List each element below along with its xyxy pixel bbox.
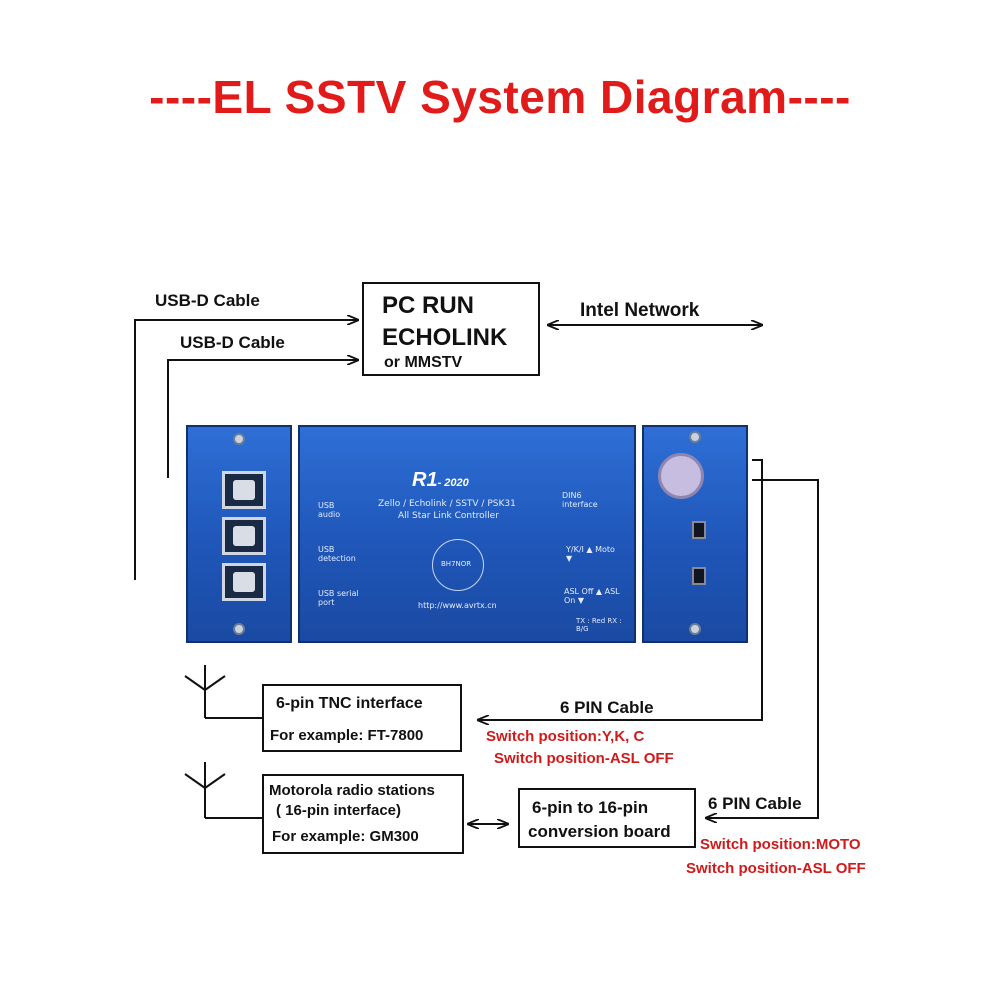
motorola-box-line1: Motorola radio stations bbox=[269, 782, 435, 799]
moto-switch-line2: Switch position-ASL OFF bbox=[686, 860, 866, 877]
din6-label: DIN6 interface bbox=[562, 491, 598, 509]
conversion-box-line2: conversion board bbox=[528, 822, 671, 841]
six-pin-cable-label-2: 6 PIN Cable bbox=[708, 794, 802, 813]
moto-switch[interactable] bbox=[692, 521, 706, 539]
intel-network-label: Intel Network bbox=[580, 300, 700, 321]
station-seal-icon: BH7NOR bbox=[432, 539, 484, 591]
device-url: http://www.avrtx.cn bbox=[418, 601, 497, 610]
pc-box-line1: PC RUN bbox=[382, 292, 475, 319]
motorola-box-line3: For example: GM300 bbox=[272, 828, 419, 845]
asl-label: ASL Off ▲ ASL On ▼ bbox=[564, 587, 620, 605]
seal-text: BH7NOR bbox=[441, 560, 472, 568]
motorola-box: Motorola radio stations ( 16-pin interfa… bbox=[262, 774, 464, 854]
model-text: R1 bbox=[412, 469, 438, 491]
screw-icon bbox=[689, 431, 701, 443]
device-subtitle: Zello / Echolink / SSTV / PSK31 bbox=[378, 499, 516, 509]
model-name: R1- 2020 bbox=[412, 469, 469, 492]
yki-moto-label: Y/K/I ▲ Moto ▼ bbox=[566, 545, 615, 563]
din-panel bbox=[642, 425, 748, 643]
six-pin-cable-label-1: 6 PIN Cable bbox=[560, 698, 654, 717]
usb-serial-port[interactable] bbox=[222, 563, 266, 601]
usb-port-panel bbox=[186, 425, 292, 643]
tnc-switch-line2: Switch position-ASL OFF bbox=[494, 750, 674, 767]
pc-box-line2: ECHOLINK bbox=[382, 324, 508, 351]
tnc-box: 6-pin TNC interface For example: FT-7800 bbox=[262, 684, 462, 752]
usb-cable-2-line bbox=[167, 360, 358, 478]
din6-connector-icon[interactable] bbox=[658, 453, 704, 499]
page-title: ----EL SSTV System Diagram---- bbox=[149, 71, 851, 123]
usb-cable-1-line bbox=[134, 320, 358, 580]
tnc-box-line2: For example: FT-7800 bbox=[270, 727, 424, 744]
antenna-2 bbox=[184, 762, 262, 819]
screw-icon bbox=[233, 433, 245, 445]
usb-cable-label-1: USB-D Cable bbox=[155, 291, 260, 310]
tnc-switch-line1: Switch position:Y,K, C bbox=[486, 728, 645, 745]
txrx-label: TX : Red RX : B/G bbox=[576, 617, 622, 633]
device-subtitle-2: All Star Link Controller bbox=[398, 511, 499, 521]
screw-icon bbox=[689, 623, 701, 635]
usb-detection-port[interactable] bbox=[222, 517, 266, 555]
antenna-1 bbox=[184, 665, 262, 719]
controller-body: R1- 2020 Zello / Echolink / SSTV / PSK31… bbox=[298, 425, 636, 643]
usb-detection-label: USB detection bbox=[318, 545, 356, 563]
usb-serial-label: USB serial port bbox=[318, 589, 359, 607]
conversion-box-line1: 6-pin to 16-pin bbox=[532, 798, 649, 817]
screw-icon bbox=[233, 623, 245, 635]
asl-switch[interactable] bbox=[692, 567, 706, 585]
pc-box: PC RUN ECHOLINK or MMSTV bbox=[362, 282, 540, 376]
moto-switch-line1: Switch position:MOTO bbox=[700, 836, 861, 853]
tnc-box-line1: 6-pin TNC interface bbox=[276, 695, 423, 712]
usb-audio-port[interactable] bbox=[222, 471, 266, 509]
six-pin-cable-2-line bbox=[706, 479, 819, 818]
usb-audio-label: USB audio bbox=[318, 501, 341, 519]
conversion-box: 6-pin to 16-pin conversion board bbox=[518, 788, 696, 848]
pc-box-line3: or MMSTV bbox=[384, 354, 463, 371]
motorola-box-line2: ( 16-pin interface) bbox=[276, 802, 402, 819]
six-pin-cable-1-line bbox=[478, 459, 763, 720]
usb-cable-label-2: USB-D Cable bbox=[180, 333, 285, 352]
model-year: - 2020 bbox=[437, 477, 469, 489]
